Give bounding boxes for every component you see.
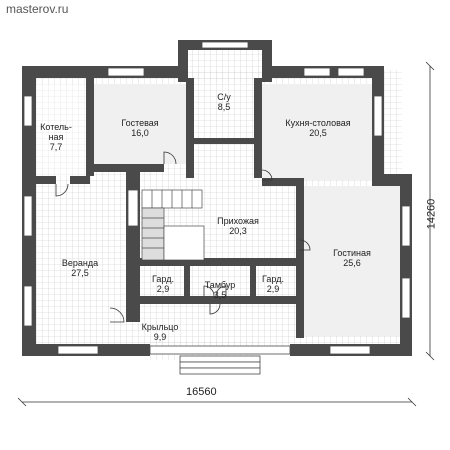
room-area: 8,5 <box>217 102 231 112</box>
room-area: 9,9 <box>153 332 167 342</box>
room-label-bathroom: С/у 8,5 <box>204 92 244 112</box>
room-name: Гард. <box>262 274 284 284</box>
room-label-wardrobe-left: Гард. 2,9 <box>146 274 180 294</box>
room-area: 20,3 <box>229 226 247 236</box>
room-name: Прихожая <box>217 216 259 226</box>
room-name: Кухня-столовая <box>285 118 351 128</box>
porch-steps <box>149 345 291 375</box>
room-name: Котель- <box>40 122 72 132</box>
room-area: 2,9 <box>266 284 280 294</box>
room-name: ная <box>48 132 64 142</box>
room-label-porch: Крыльцо 9,9 <box>130 322 190 342</box>
room-label-hall: Прихожая 20,3 <box>208 216 268 236</box>
windows <box>23 41 411 355</box>
room-area: 7,7 <box>49 142 63 152</box>
room-name: Гостевая <box>121 118 159 128</box>
depth-dimension: 14260 <box>425 198 438 230</box>
room-area: 2,9 <box>156 284 170 294</box>
room-name: Тамбур <box>204 280 236 290</box>
doors <box>55 151 311 323</box>
room-label-boiler: Котель- ная 7,7 <box>34 122 78 152</box>
room-label-kitchen: Кухня-столовая 20,5 <box>278 118 358 138</box>
room-area: 16,0 <box>131 128 149 138</box>
room-area: 25,6 <box>343 258 361 268</box>
room-name: Гард. <box>152 274 174 284</box>
room-label-wardrobe-right: Гард. 2,9 <box>256 274 290 294</box>
room-name: С/у <box>217 92 231 102</box>
guest-room-floor <box>94 84 186 164</box>
room-name: Веранда <box>61 258 99 268</box>
room-area: 3,5 <box>213 290 227 300</box>
boiler-room-floor <box>36 84 86 176</box>
room-label-veranda: Веранда 27,5 <box>50 258 110 278</box>
site-watermark: masterov.ru <box>6 2 69 16</box>
staircase <box>141 189 205 261</box>
dimension-lines <box>17 61 435 407</box>
room-name: Гостиная <box>333 248 371 258</box>
room-label-vestibule: Тамбур 3,5 <box>192 280 248 300</box>
living-room-floor <box>304 186 400 336</box>
room-area: 27,5 <box>71 268 89 278</box>
room-area: 20,5 <box>309 128 327 138</box>
kitchen-floor <box>262 84 378 180</box>
width-dimension: 16560 <box>186 386 217 398</box>
room-label-guest: Гостевая 16,0 <box>110 118 170 138</box>
room-label-living: Гостиная 25,6 <box>322 248 382 268</box>
room-name: Крыльцо <box>141 322 179 332</box>
